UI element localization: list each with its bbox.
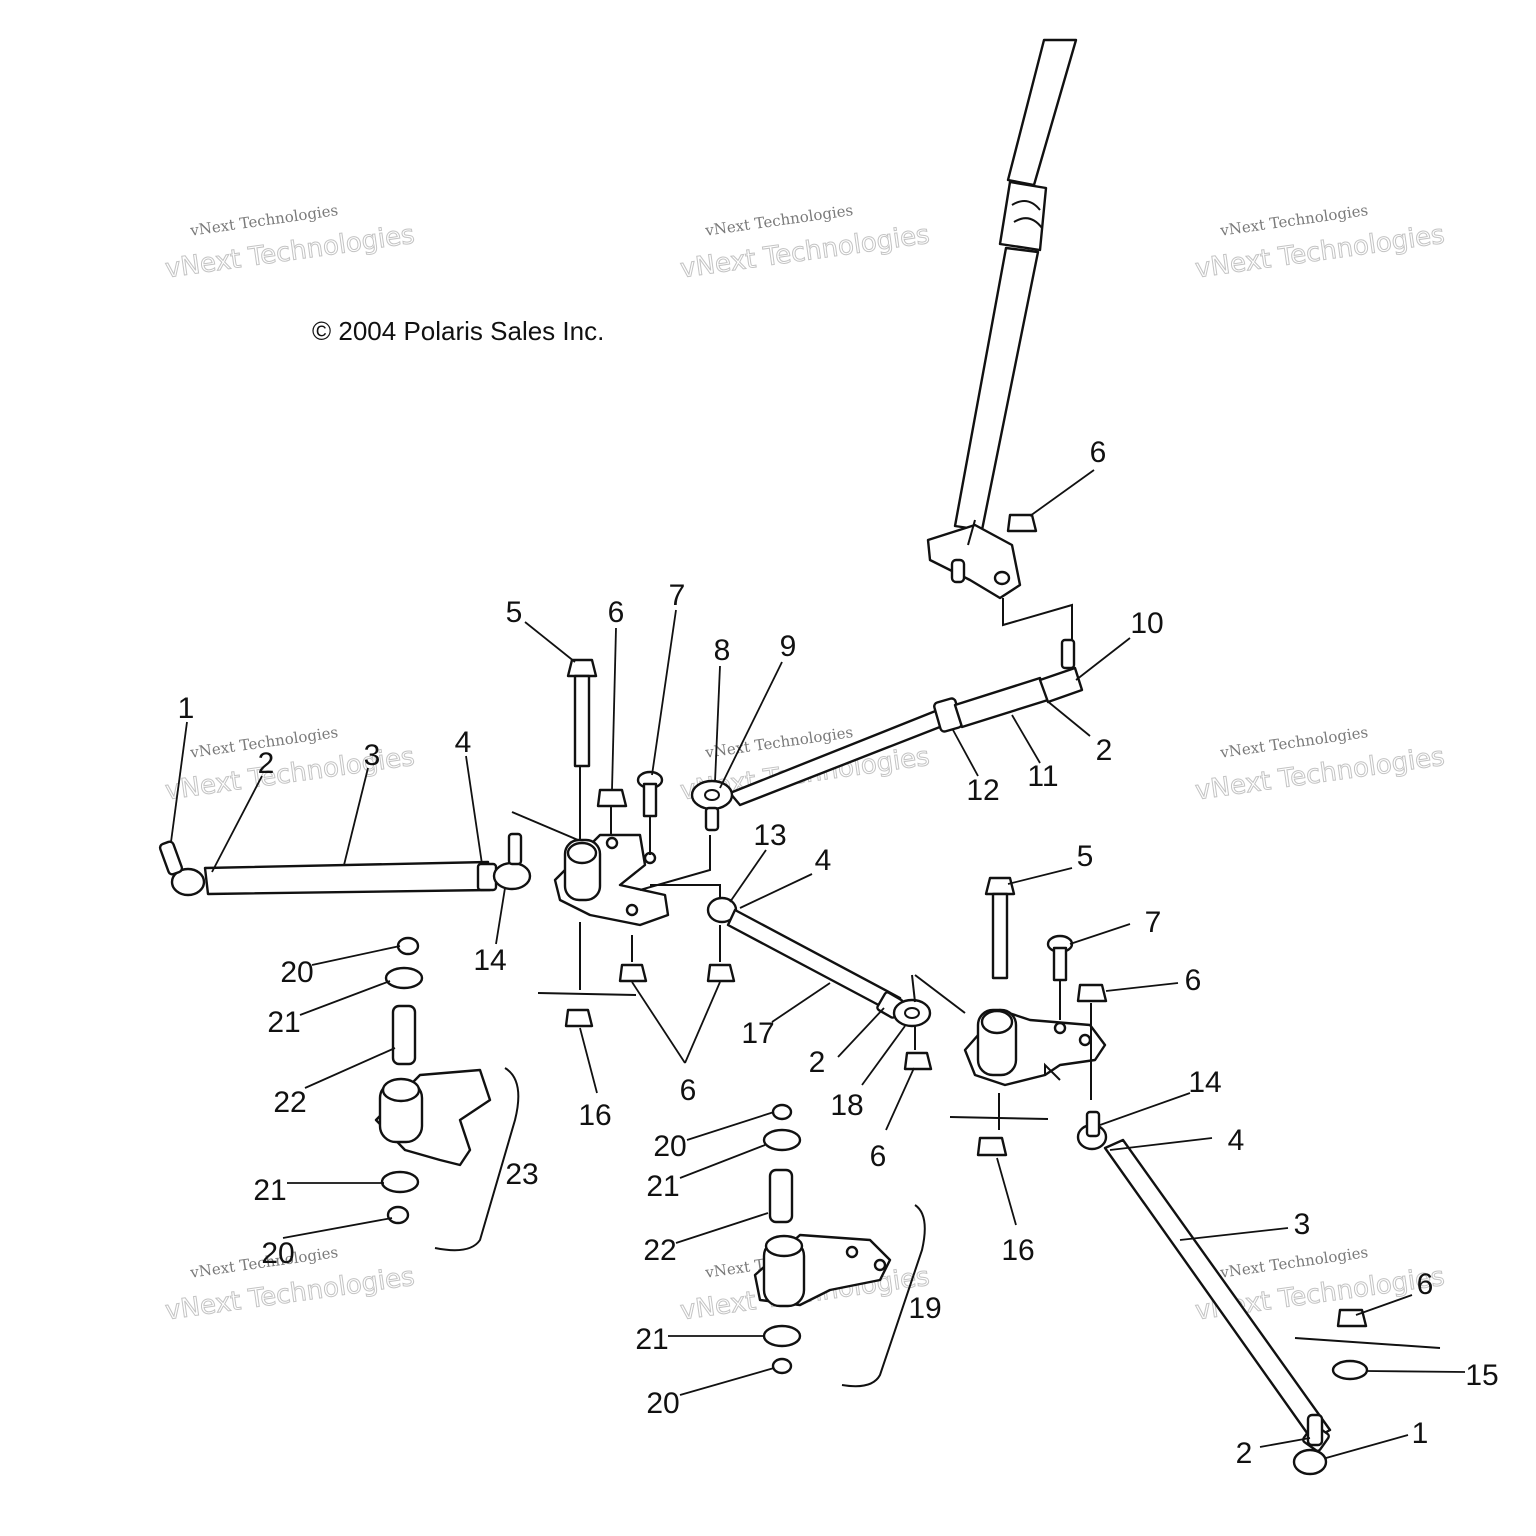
callout-22: 22 <box>273 1086 306 1119</box>
watermark: vNext Technologies vNext Technologies <box>163 201 417 285</box>
nuts-lower <box>564 963 1369 1381</box>
callout-21: 21 <box>646 1170 679 1203</box>
callout-6: 6 <box>608 596 625 629</box>
callout-20: 20 <box>261 1237 294 1270</box>
watermark-group: vNext Technologies vNext Technologies vN… <box>163 201 1447 1327</box>
callout-15: 15 <box>1465 1359 1498 1392</box>
callout-16: 16 <box>578 1099 611 1132</box>
center-link <box>706 896 932 1028</box>
left-steering-arm <box>553 833 670 927</box>
watermark: vNext Technologies vNext Technologies <box>1193 723 1447 807</box>
callout-20: 20 <box>653 1130 686 1163</box>
callout-10: 10 <box>1130 607 1163 640</box>
callout-2: 2 <box>258 747 275 780</box>
callout-8: 8 <box>714 634 731 667</box>
callout-20: 20 <box>280 956 313 989</box>
watermark: vNext Technologies vNext Technologies <box>678 201 932 285</box>
right-tie-rod <box>1076 1110 1332 1476</box>
callout-2: 2 <box>809 1046 826 1079</box>
callout-17: 17 <box>741 1017 774 1050</box>
callout-1: 1 <box>1412 1417 1429 1450</box>
steering-column <box>926 38 1078 600</box>
callout-21: 21 <box>635 1323 668 1356</box>
watermark: vNext Technologies vNext Technologies <box>1193 201 1447 285</box>
callout-7: 7 <box>1145 906 1162 939</box>
callout-9: 9 <box>780 630 797 663</box>
callout-23: 23 <box>505 1158 538 1191</box>
right-steering-arm <box>963 1008 1107 1087</box>
leader-lines <box>170 469 1466 1459</box>
left-tie-rod <box>158 832 532 897</box>
callouts: 1 2 3 4 14 5 6 7 8 9 6 10 2 11 12 13 4 5… <box>178 436 1499 1470</box>
left-spindle-kit <box>374 936 492 1225</box>
callout-6: 6 <box>1417 1268 1434 1301</box>
callout-7: 7 <box>669 579 686 612</box>
callout-6: 6 <box>1090 436 1107 469</box>
callout-22: 22 <box>643 1234 676 1267</box>
callout-14: 14 <box>473 944 506 977</box>
assembly-lines <box>511 766 1441 1349</box>
callout-3: 3 <box>364 739 381 772</box>
callout-6: 6 <box>680 1074 697 1107</box>
callout-5: 5 <box>1077 840 1094 873</box>
callout-2: 2 <box>1236 1437 1253 1470</box>
fasteners-upper <box>566 513 1108 1003</box>
callout-4: 4 <box>1228 1124 1245 1157</box>
callout-6: 6 <box>870 1140 887 1173</box>
center-spindle-kit <box>753 1103 892 1375</box>
callout-21: 21 <box>267 1006 300 1039</box>
callout-20: 20 <box>646 1387 679 1420</box>
callout-12: 12 <box>966 774 999 807</box>
callout-16: 16 <box>1001 1234 1034 1267</box>
callout-6: 6 <box>1185 964 1202 997</box>
callout-4: 4 <box>455 726 472 759</box>
copyright-text: © 2004 Polaris Sales Inc. <box>312 316 604 346</box>
callout-2: 2 <box>1096 734 1113 767</box>
assembly-line <box>1002 598 1073 645</box>
callout-4: 4 <box>815 844 832 877</box>
drag-link-assembly <box>690 638 1084 832</box>
callout-14: 14 <box>1188 1066 1221 1099</box>
callout-19: 19 <box>908 1292 941 1325</box>
callout-3: 3 <box>1294 1208 1311 1241</box>
callout-1: 1 <box>178 692 195 725</box>
callout-18: 18 <box>830 1089 863 1122</box>
callout-13: 13 <box>753 819 786 852</box>
bracket-19 <box>841 1204 926 1388</box>
bracket-23 <box>434 1067 520 1252</box>
callout-21: 21 <box>253 1174 286 1207</box>
callout-5: 5 <box>506 596 523 629</box>
callout-11: 11 <box>1027 760 1058 793</box>
